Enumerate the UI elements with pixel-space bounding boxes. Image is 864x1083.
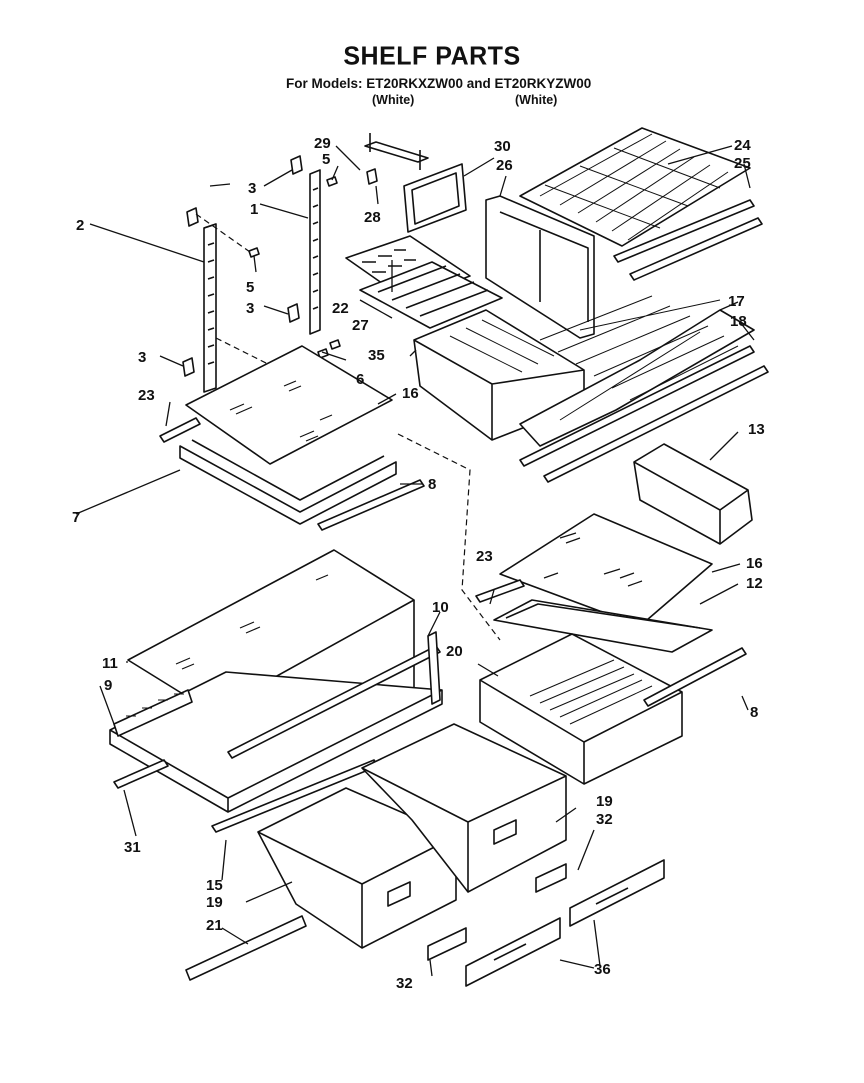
part-label-18: 18: [730, 313, 747, 330]
shelf-frame-12: [475, 579, 713, 653]
tray-support-27: [359, 261, 503, 329]
part-label-26: 26: [496, 157, 513, 174]
part-label-19a: 19: [596, 793, 613, 810]
slide-parts-32-36: [427, 859, 665, 987]
part-label-3b: 3: [246, 300, 254, 317]
part-label-10: 10: [432, 599, 449, 616]
shelf-ladder-left: [203, 223, 217, 393]
part-label-29: 29: [314, 135, 331, 152]
part-label-21: 21: [206, 917, 223, 934]
color-note-left: (White): [372, 93, 415, 107]
shelf-ladder-right: [309, 169, 321, 335]
part-label-5b: 5: [246, 279, 254, 296]
part-label-27: 27: [352, 317, 369, 334]
part-label-28: 28: [364, 209, 381, 226]
part-label-3c: 3: [138, 349, 146, 366]
part-label-5a: 5: [322, 151, 330, 168]
part-label-15: 15: [206, 877, 223, 894]
part-label-1: 1: [250, 201, 258, 218]
part-label-17: 17: [728, 293, 745, 310]
glass-shelf-lower-right: [499, 513, 713, 627]
part-label-8a: 8: [428, 476, 436, 493]
part-label-32a: 32: [596, 811, 613, 828]
crisper-drawer-right: [361, 723, 567, 893]
part-label-6: 6: [356, 371, 364, 388]
part-label-25: 25: [734, 155, 751, 172]
glass-shelf-upper: [185, 345, 393, 465]
part-label-7: 7: [72, 509, 80, 526]
part-label-9: 9: [104, 677, 112, 694]
part-label-16b: 16: [746, 555, 763, 572]
part-label-20: 20: [446, 643, 463, 660]
part-label-11: 11: [102, 655, 118, 672]
crisper-drawer-left: [257, 787, 457, 949]
diagram-title: SHELF PARTS: [343, 41, 521, 71]
part-label-22: 22: [332, 300, 349, 317]
part-label-30: 30: [494, 138, 511, 155]
screw-28: [366, 168, 378, 185]
part-label-12: 12: [746, 575, 763, 592]
part-label-19b: 19: [206, 894, 223, 911]
wire-shelf-17: [519, 295, 769, 483]
rail-21: [185, 915, 307, 981]
part-label-13: 13: [748, 421, 765, 438]
assembly-dashes-upper: [195, 213, 301, 381]
part-label-24: 24: [734, 137, 751, 154]
ladder-end-caps: [182, 155, 303, 377]
shelf-frame-upper: [159, 417, 425, 531]
assembly-dashes-right: [397, 433, 501, 641]
rail-31: [113, 759, 169, 789]
part-label-31: 31: [124, 839, 141, 856]
part-label-2: 2: [76, 217, 84, 234]
meat-pan-20: [479, 633, 683, 785]
part-label-32b: 32: [396, 975, 413, 992]
part-label-36: 36: [594, 961, 611, 978]
part-label-23a: 23: [138, 387, 155, 404]
crisper-frame-9: [109, 645, 443, 813]
bracket-part-29: [364, 133, 429, 170]
divider-10: [427, 631, 441, 705]
door-frame-30: [403, 163, 467, 233]
part-label-16a: 16: [402, 385, 419, 402]
color-note-right: (White): [515, 93, 558, 107]
part-label-35: 35: [368, 347, 385, 364]
door-bin-13: [633, 443, 753, 545]
part-label-23b: 23: [476, 548, 493, 565]
part-label-8b: 8: [750, 704, 758, 721]
rail-8-right: [643, 647, 747, 707]
models-subtitle: For Models: ET20RKXZW00 and ET20RKYZW00: [286, 76, 592, 91]
part-label-3a: 3: [248, 180, 256, 197]
